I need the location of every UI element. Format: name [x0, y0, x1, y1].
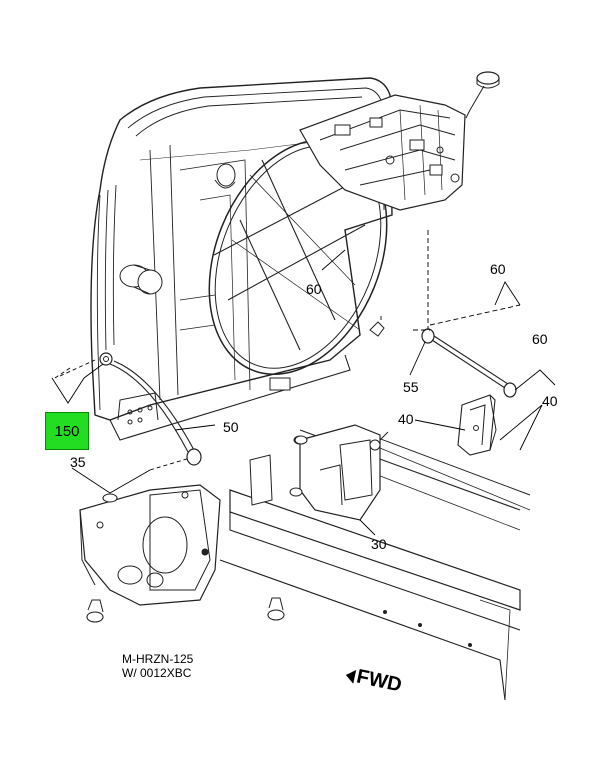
callout-60-fan: 60 [306, 281, 322, 297]
engine-mount-bracket [79, 484, 221, 606]
upper-hose [214, 163, 236, 189]
isolators [86, 435, 308, 623]
leader-lines [51, 230, 556, 536]
surge-tank-cap [465, 71, 500, 119]
forward-arrow-icon [344, 667, 357, 684]
callout-60-right-top: 60 [490, 261, 506, 277]
caption-line-2: W/ 0012XBC [122, 666, 192, 680]
frame-rails [219, 429, 531, 701]
surge-tank [299, 94, 466, 211]
callout-60-right-mid: 60 [532, 331, 548, 347]
tie-rod-right [421, 328, 517, 398]
lower-radiator-bracket [109, 316, 385, 441]
caption-line-1: M-HRZN-125 [122, 652, 194, 666]
tie-rod-left [99, 352, 202, 466]
callout-35: 35 [70, 454, 86, 470]
callout-50: 50 [223, 419, 239, 435]
diagram-caption: M-HRZN-125 W/ 0012XBC [122, 652, 193, 680]
callout-150-highlight[interactable]: 150 [45, 412, 89, 450]
callout-40-left: 40 [398, 411, 414, 427]
callout-30: 30 [371, 536, 387, 552]
right-bracket [457, 394, 497, 456]
coolant-tank [119, 264, 163, 295]
callout-55: 55 [403, 379, 419, 395]
cross-member [249, 424, 389, 521]
callout-40-right: 40 [542, 393, 558, 409]
